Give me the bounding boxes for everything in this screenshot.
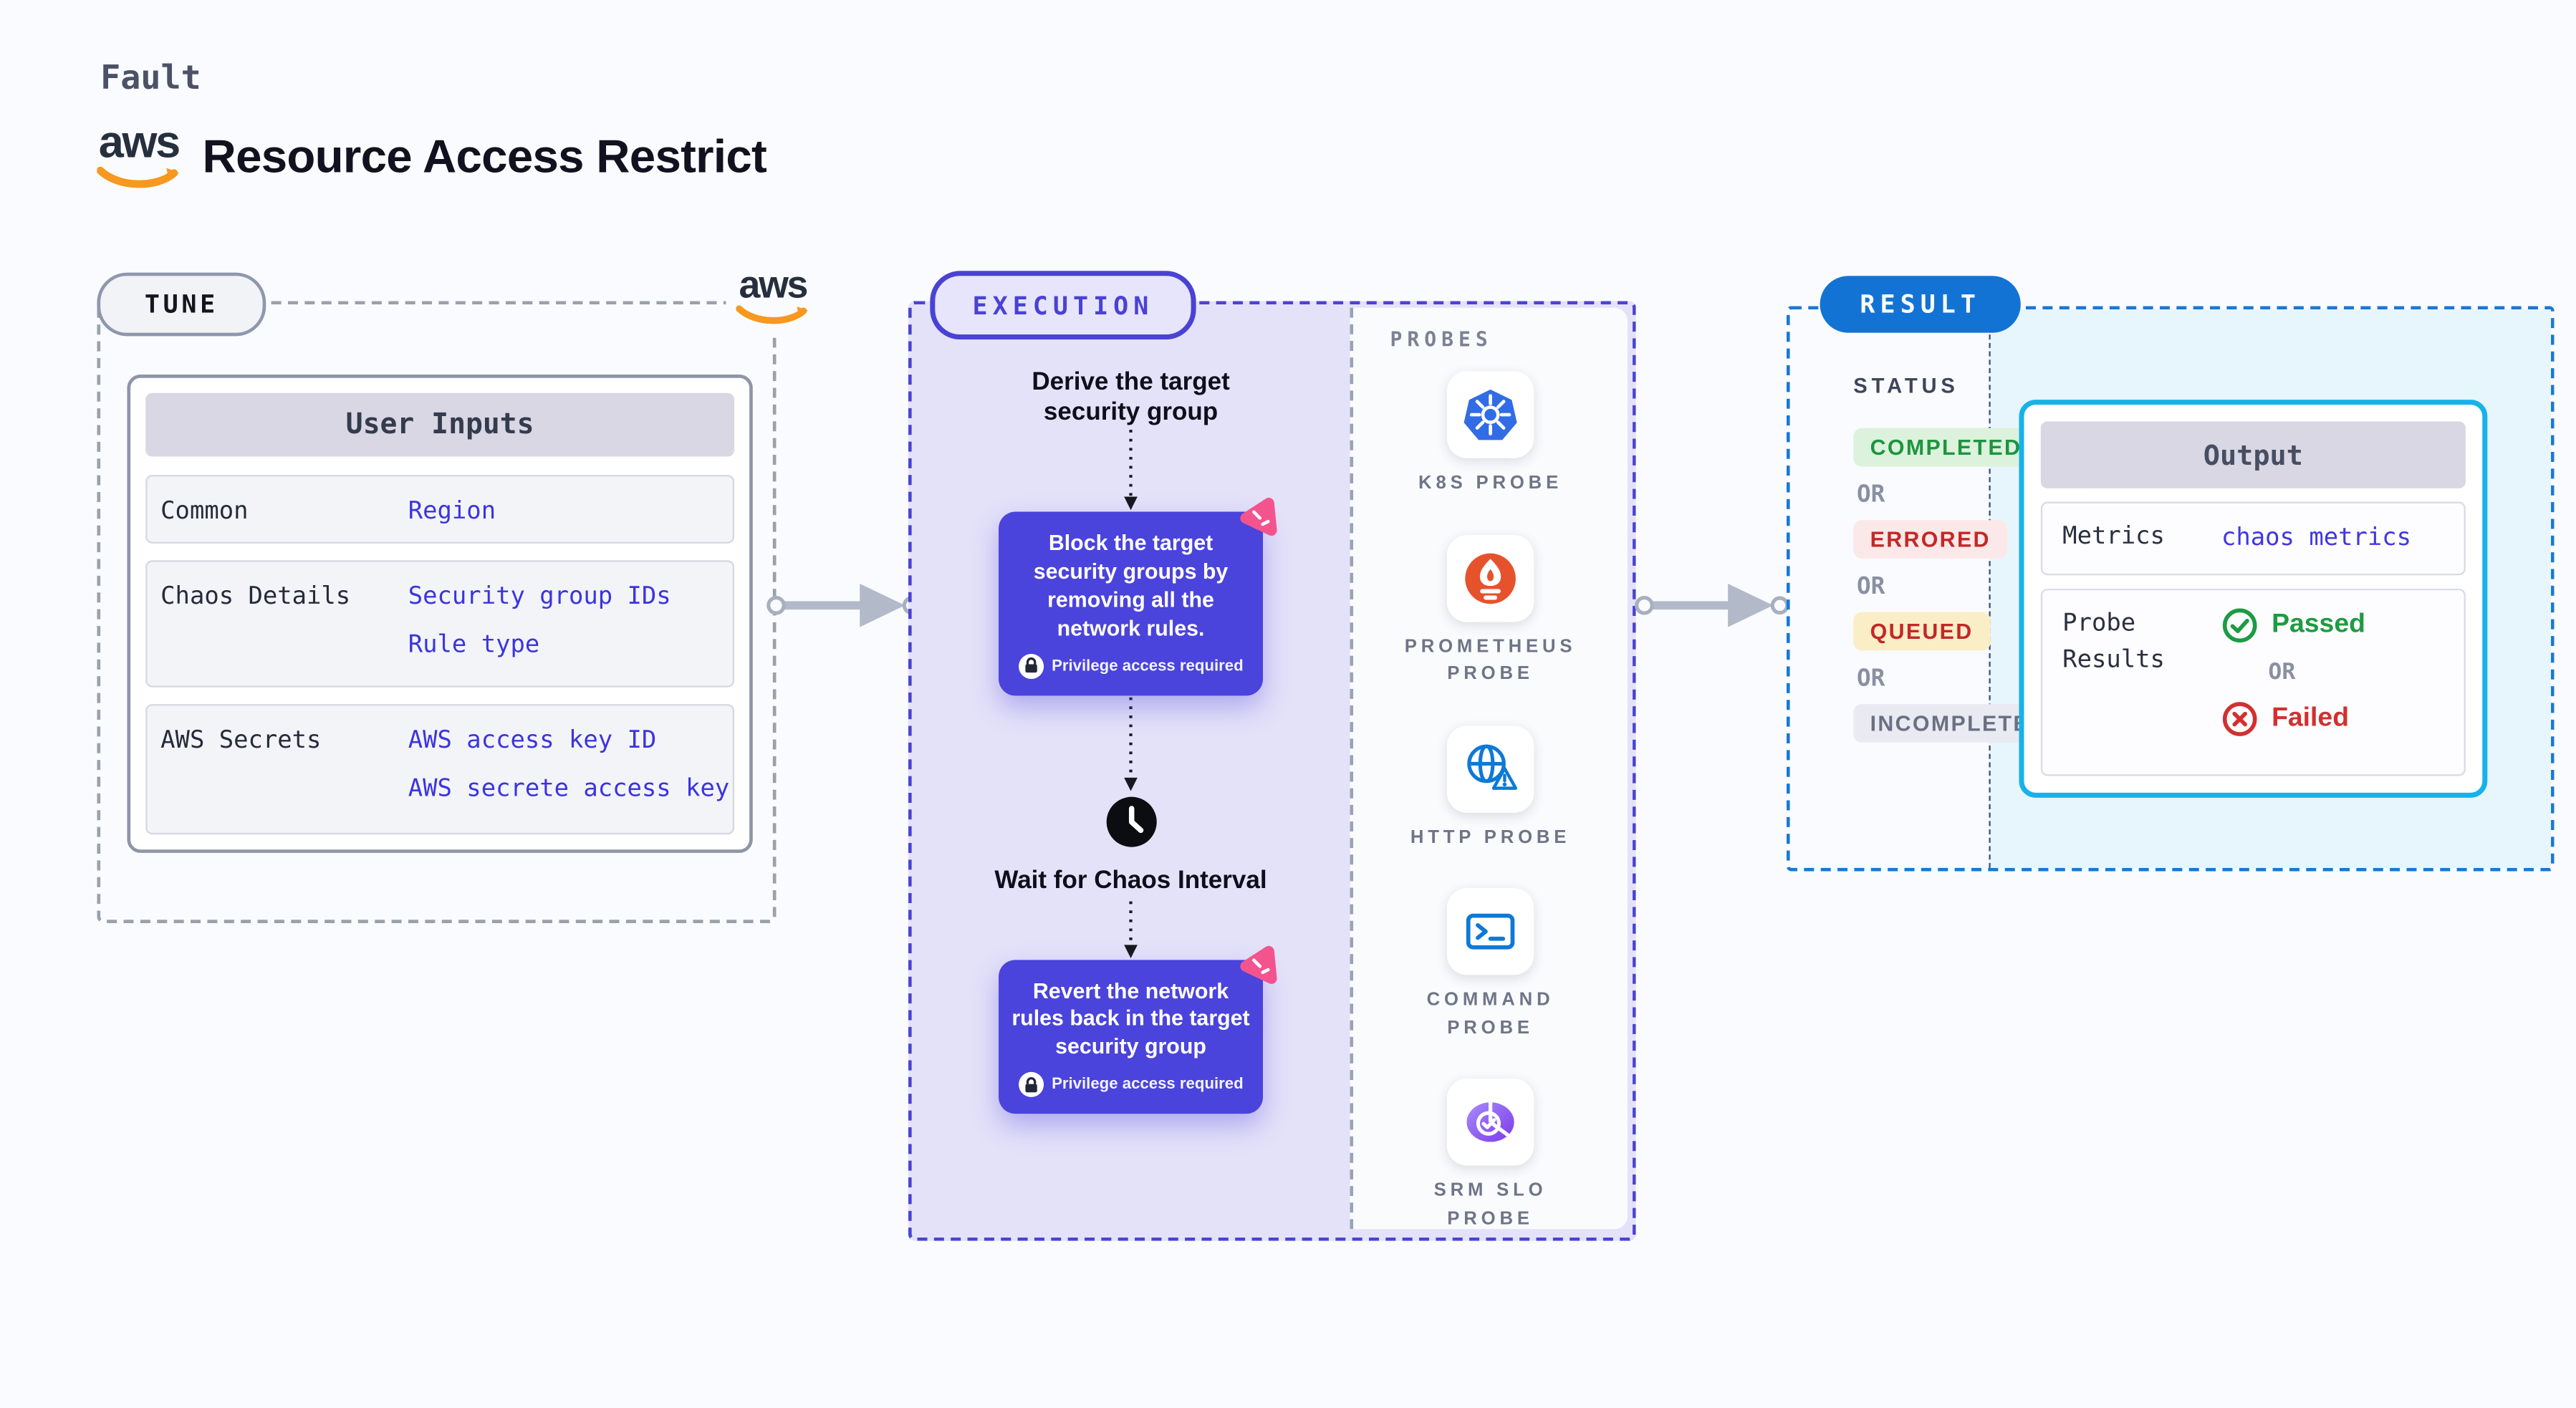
revert-step-card: Revert the network rules back in the tar… [999, 945, 1277, 1114]
aws-smile-icon [736, 304, 808, 324]
lock-icon [1018, 653, 1044, 679]
table-row: Common Region [145, 475, 735, 544]
or-separator: OR [1856, 573, 1885, 601]
row-value: AWS access key ID [408, 727, 657, 755]
row-value: Region [408, 498, 496, 526]
clock-icon [1105, 795, 1156, 855]
list-item: SRM SLO PROBE [1397, 1079, 1585, 1233]
aws-corner-logo: aws [726, 254, 820, 338]
row-value: chaos metrics [2221, 525, 2412, 552]
status-badge: COMPLETED [1853, 428, 2039, 467]
arrow-connector [1635, 583, 1789, 627]
row-label: AWS Secrets [160, 727, 322, 755]
probe-label: PROMETHEUS PROBE [1404, 636, 1577, 685]
output-table: Output Metrics chaos metrics Probe Resul… [2019, 400, 2488, 798]
list-item: PROMETHEUS PROBE [1397, 534, 1585, 688]
probe-label: COMMAND PROBE [1426, 990, 1554, 1038]
privilege-label: Privilege access required [1052, 1076, 1244, 1094]
x-circle-icon [2222, 702, 2257, 736]
execution-flow: Derive the target security group Block t… [912, 304, 1350, 1244]
dotted-arrow-icon [1124, 430, 1138, 511]
lock-icon [1018, 1072, 1044, 1098]
user-inputs-table: User Inputs Common Region Chaos Details … [127, 375, 753, 853]
table-row: Metrics chaos metrics [2040, 501, 2466, 576]
list-item: HTTP PROBE [1410, 725, 1570, 851]
list-item: K8S PROBE [1418, 371, 1562, 497]
chaos-icon [1240, 945, 1277, 983]
execution-section: PROBES K8S PROBE [908, 301, 1636, 1241]
aws-logo-icon: aws [736, 261, 809, 327]
probes-panel: PROBES K8S PROBE [1350, 307, 1628, 1233]
table-row: Probe Results Passed OR Faile [2040, 588, 2466, 776]
probe-label: K8S PROBE [1418, 473, 1563, 493]
or-separator: OR [1856, 481, 1885, 508]
block-step-text: Block the target security groups by remo… [1033, 530, 1229, 640]
arrow-connector [766, 583, 921, 627]
row-value: Security group IDs [408, 583, 671, 611]
privilege-note: Privilege access required [1009, 1072, 1253, 1098]
aws-logo-text: aws [739, 261, 809, 306]
execution-badge: EXECUTION [930, 271, 1196, 340]
chaos-icon [1240, 497, 1277, 536]
probe-label: HTTP PROBE [1410, 826, 1571, 847]
list-item: COMMAND PROBE [1397, 887, 1585, 1042]
probe-label: SRM SLO PROBE [1433, 1180, 1547, 1229]
or-separator: OR [2268, 659, 2296, 686]
srm-slo-probe-icon [1446, 1079, 1534, 1166]
http-probe-icon [1446, 725, 1534, 812]
row-label: Metrics [2062, 524, 2165, 551]
failed-label: Failed [2272, 704, 2350, 733]
fault-kicker: Fault [100, 57, 201, 97]
user-inputs-header: User Inputs [145, 392, 735, 457]
privilege-label: Privilege access required [1052, 656, 1244, 675]
check-circle-icon [2222, 608, 2257, 643]
command-probe-icon [1446, 887, 1534, 975]
row-label: Chaos Details [160, 583, 351, 611]
aws-smile-icon [97, 166, 179, 188]
page-title: Resource Access Restrict [202, 129, 767, 182]
aws-logo-icon: aws [97, 120, 181, 192]
dotted-arrow-icon [1124, 696, 1138, 791]
tune-badge: TUNE [97, 272, 266, 337]
probes-section-label: PROBES [1390, 327, 1493, 352]
row-value: AWS secrete access key [408, 776, 730, 804]
table-row: AWS Secrets AWS access key ID AWS secret… [145, 704, 735, 835]
privilege-note: Privilege access required [1009, 653, 1253, 679]
result-badge: RESULT [1820, 276, 2021, 333]
table-row: Chaos Details Security group IDs Rule ty… [145, 560, 735, 688]
wait-step-text: Wait for Chaos Interval [994, 865, 1267, 895]
status-section-label: STATUS [1853, 375, 1959, 398]
status-badge: ERRORED [1853, 520, 2008, 559]
k8s-probe-icon [1446, 371, 1534, 458]
block-step-card: Block the target security groups by remo… [999, 497, 1277, 695]
status-badge: QUEUED [1853, 612, 1990, 651]
prometheus-probe-icon [1446, 534, 1534, 622]
row-label: Common [160, 498, 249, 526]
title-bar: aws Resource Access Restrict [97, 120, 767, 192]
row-label: Probe Results [2062, 610, 2165, 674]
or-separator: OR [1856, 665, 1885, 693]
derive-step-text: Derive the target security group [1032, 367, 1230, 427]
row-value: Rule type [408, 632, 540, 660]
dotted-arrow-icon [1124, 900, 1138, 958]
output-header: Output [2040, 421, 2466, 488]
passed-label: Passed [2272, 610, 2365, 640]
revert-step-text: Revert the network rules back in the tar… [1011, 978, 1250, 1059]
aws-logo-text: aws [98, 117, 181, 168]
